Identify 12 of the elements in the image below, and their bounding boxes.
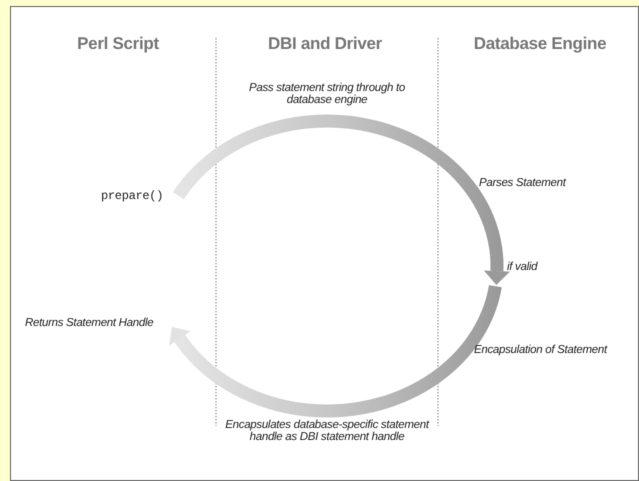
column-heading: Perl Script <box>77 34 159 54</box>
function-call: prepare() <box>101 189 164 203</box>
edge-label: Encapsulates database-specific statement handle as DBI statement handle <box>224 419 430 443</box>
column-heading: Database Engine <box>474 34 606 54</box>
curved-arrow <box>173 114 510 286</box>
step-note: Parses Statement <box>479 177 566 189</box>
step-note: Returns Statement Handle <box>25 317 154 329</box>
curved-arrow <box>170 284 502 418</box>
edge-label: Pass statement string through to database engine <box>248 82 406 106</box>
step-note: if valid <box>507 261 538 273</box>
column-heading: DBI and Driver <box>268 34 382 54</box>
step-note: Encapsulation of Statement <box>474 344 607 356</box>
